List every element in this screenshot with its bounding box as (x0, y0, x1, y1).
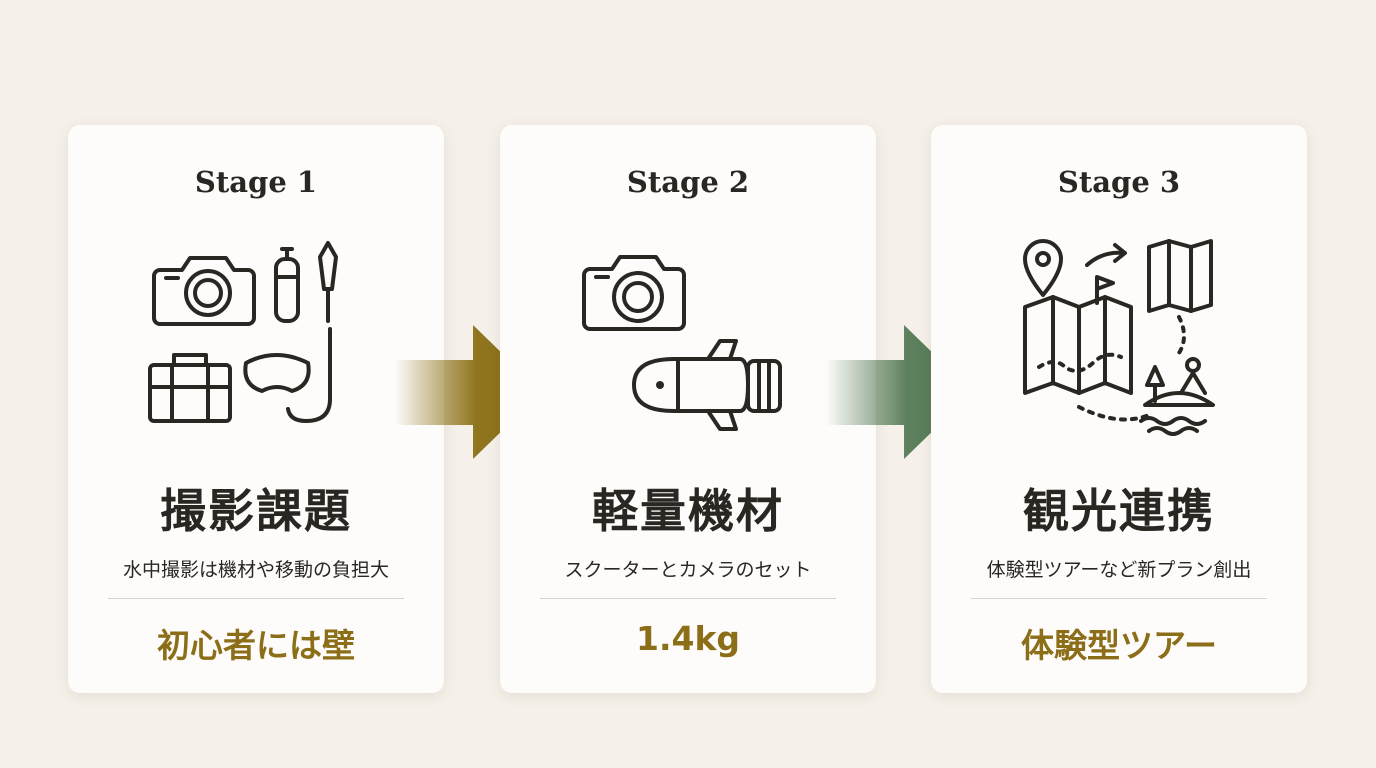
stage-3-title: 観光連携 (1023, 484, 1215, 538)
stage-1-description: 水中撮影は機材や移動の負担大 (122, 559, 389, 581)
stage-1-result: 初心者には壁 (157, 626, 355, 665)
stage-2-description: スクーターとカメラのセット (564, 559, 812, 581)
stage-2-title: 軽量機材 (592, 484, 784, 538)
stage-1-card: Stage 1 撮影課題 水中撮影は機材や移動の負担大 初心者には壁 (68, 125, 444, 693)
stage-3-divider (971, 598, 1267, 599)
camera-tank-luggage-snorkel-icon (148, 241, 338, 423)
stage-1-label: Stage 1 (194, 165, 318, 199)
camera-scooter-icon (582, 255, 782, 431)
stage-1-divider (108, 598, 404, 599)
stage-2-divider (540, 598, 836, 599)
stage-3-card: Stage 3 観光連携 体験型ツアーなど新プラン創出 体験型ツアー (931, 125, 1307, 693)
stage-3-result: 体験型ツアー (1020, 626, 1218, 665)
stage-2-result: 1.4kg (635, 619, 741, 658)
stage-2-card: Stage 2 軽量機材 スクーターとカメラのセット 1.4kg (500, 125, 876, 693)
map-tour-island-icon (1023, 239, 1215, 436)
stage-3-description: 体験型ツアーなど新プラン創出 (986, 559, 1252, 581)
stage-2-label: Stage 2 (626, 165, 750, 199)
stage-3-label: Stage 3 (1057, 165, 1181, 199)
stage-1-title: 撮影課題 (160, 484, 352, 538)
